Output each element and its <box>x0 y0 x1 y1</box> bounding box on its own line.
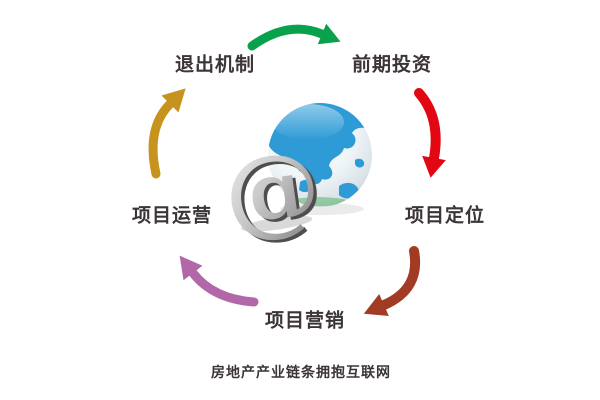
arrow-exit-to-investment <box>247 23 341 51</box>
diagram-caption: 房地产产业链条拥抱互联网 <box>211 364 391 380</box>
arrow-shaft <box>188 268 259 307</box>
arrow-head <box>363 294 389 316</box>
arrow-shaft <box>148 99 175 179</box>
arrow-head <box>422 155 446 178</box>
node-label-early-investment: 前期投资 <box>351 54 433 76</box>
globe-shadow <box>280 203 364 215</box>
node-label-project-positioning: 项目定位 <box>404 205 486 227</box>
arrow-head <box>161 88 186 113</box>
node-label-project-marketing: 项目营销 <box>264 310 346 332</box>
arrow-shaft <box>414 88 441 163</box>
node-label-project-operation: 项目运营 <box>131 205 213 227</box>
arrow-shaft <box>247 24 327 51</box>
arrow-head <box>179 255 203 281</box>
arrow-investment-to-positioning <box>414 88 446 178</box>
node-label-exit-mechanism: 退出机制 <box>174 54 256 76</box>
at-symbol-icon: @ @ <box>217 127 331 255</box>
at-symbol-shadow <box>241 215 313 232</box>
globe-gloss <box>272 104 344 140</box>
at-symbol-glyph: @ <box>217 127 328 252</box>
arrow-shaft <box>379 246 421 310</box>
at-symbol-depth: @ <box>220 130 331 255</box>
arrow-operation-to-exit <box>148 88 186 179</box>
arrow-head <box>317 23 341 45</box>
arrow-marketing-to-operation <box>179 255 259 307</box>
arrow-positioning-to-marketing <box>363 246 421 316</box>
globe-icon <box>268 103 372 215</box>
